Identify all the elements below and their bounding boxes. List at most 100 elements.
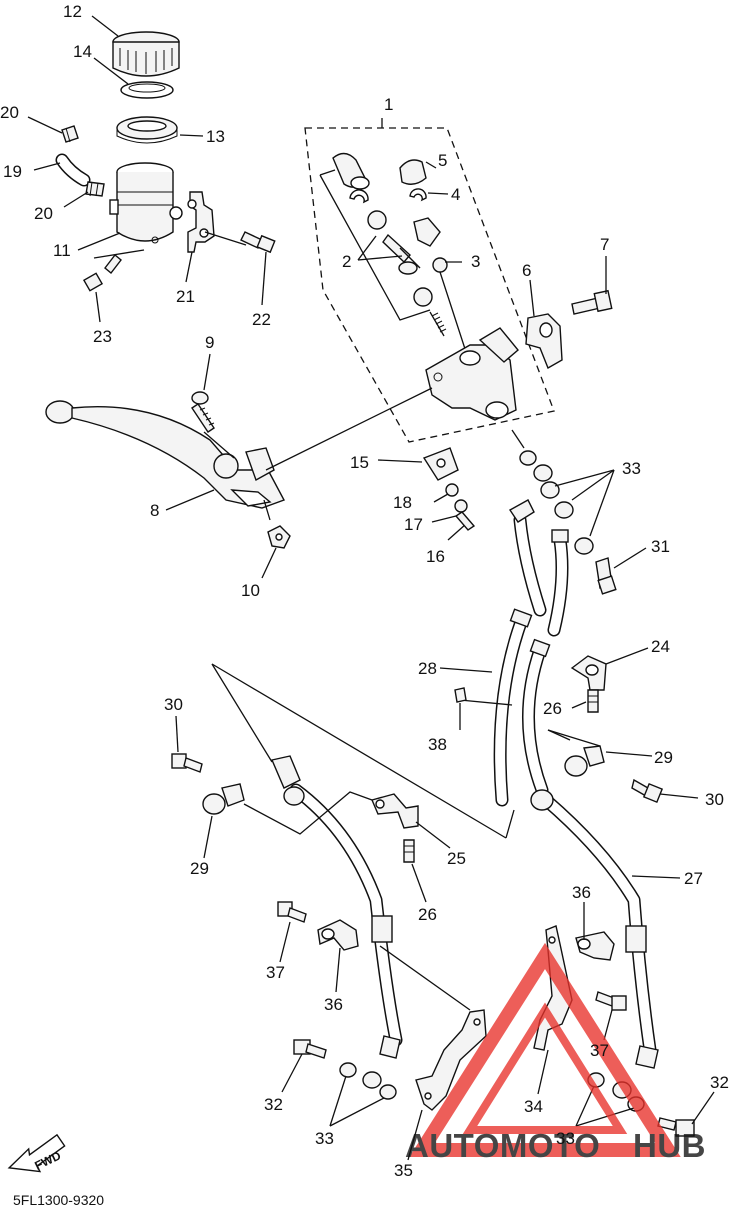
master-cylinder-kit — [304, 118, 613, 481]
label-32-right: 32 — [710, 1073, 729, 1092]
part-code: 5FL1300-9320 — [13, 1192, 104, 1208]
label-30-left: 30 — [164, 695, 183, 714]
hose-joint-bolt — [454, 687, 467, 730]
copper-washers-left — [339, 1062, 397, 1100]
label-36-left: 36 — [324, 995, 343, 1014]
clamp-bolt — [571, 289, 613, 315]
bracket-screw — [240, 231, 276, 254]
label-32-left: 32 — [264, 1095, 283, 1114]
watermark-logo: AUTOMOTO HUB — [405, 942, 706, 1164]
master-cylinder-body — [425, 327, 519, 421]
kit-leaders — [377, 161, 607, 541]
lever-nut — [267, 525, 291, 549]
label-11: 11 — [53, 241, 71, 260]
label-34: 34 — [524, 1097, 543, 1116]
label-26-left: 26 — [418, 905, 437, 924]
label-4: 4 — [451, 185, 460, 204]
clamp-bolt-37-left — [277, 901, 307, 923]
label-24: 24 — [651, 637, 670, 656]
label-16: 16 — [426, 547, 445, 566]
lever-leaders — [165, 353, 433, 579]
label-8: 8 — [150, 501, 159, 520]
hose-clamp-36-right — [575, 931, 615, 961]
hose-clip-lower — [85, 181, 105, 197]
reservoir-cap — [112, 31, 180, 77]
reservoir-screw — [82, 253, 122, 292]
right-leaders — [547, 647, 699, 799]
label-5: 5 — [438, 151, 447, 170]
label-29-right: 29 — [654, 748, 673, 767]
union-bolt-upper — [595, 557, 617, 595]
part-number-labels: 1 2 3 4 5 6 7 8 9 10 11 12 13 14 15 16 1… — [0, 2, 729, 1180]
hose-clip-upper — [61, 125, 79, 143]
switch-screw-set — [445, 483, 476, 531]
pin-screw — [413, 217, 441, 247]
brake-hose-upper — [493, 499, 569, 807]
reservoir-body — [109, 162, 183, 244]
hose-guide-right — [564, 745, 605, 777]
label-37-left: 37 — [266, 963, 285, 982]
circlip — [349, 189, 369, 204]
label-31: 31 — [651, 537, 670, 556]
union-bolt-left — [293, 1039, 327, 1059]
label-36-right: 36 — [572, 883, 591, 902]
label-22: 22 — [252, 310, 271, 329]
label-37-right: 37 — [590, 1041, 609, 1060]
label-19: 19 — [3, 162, 22, 181]
hose-clamp-right — [570, 655, 607, 691]
hose-bracket-left — [415, 1009, 487, 1111]
clamp-bolt-left — [403, 839, 415, 863]
reservoir-bracket — [187, 191, 215, 253]
label-14: 14 — [73, 42, 92, 61]
label-20-upper: 20 — [0, 103, 19, 122]
label-15: 15 — [350, 453, 369, 472]
label-35: 35 — [394, 1161, 413, 1180]
piston-assembly — [367, 210, 447, 337]
label-27: 27 — [684, 869, 703, 888]
reservoir-leaders — [27, 15, 267, 323]
piston-cup — [332, 152, 370, 190]
label-3: 3 — [471, 252, 480, 271]
label-18: 18 — [393, 493, 412, 512]
guide-bolt-right — [631, 778, 664, 804]
label-2: 2 — [342, 252, 351, 271]
clamp-bolt-37-right — [595, 991, 627, 1011]
brake-hose-left — [271, 755, 403, 1089]
reservoir-diaphragm — [120, 81, 174, 99]
label-7: 7 — [600, 235, 609, 254]
reservoir-group — [55, 31, 276, 292]
label-21: 21 — [176, 287, 195, 306]
label-30-right: 30 — [705, 790, 724, 809]
label-26-right: 26 — [543, 699, 562, 718]
holder-clamp — [525, 313, 563, 370]
label-13: 13 — [206, 127, 225, 146]
hose-clamp-left — [371, 793, 419, 829]
boot-cap — [399, 159, 427, 185]
label-23: 23 — [93, 327, 112, 346]
assembly-lines — [211, 663, 515, 1011]
lever-pivot-bolt — [191, 391, 215, 433]
fwd-arrow: FWD — [7, 1133, 66, 1173]
switch-bracket — [422, 447, 459, 481]
label-9: 9 — [205, 333, 214, 352]
hose-right-leaders — [537, 875, 715, 1127]
snap-ring — [409, 188, 427, 202]
diaphragm-holder — [116, 116, 178, 144]
label-12: 12 — [63, 2, 82, 21]
label-33-right: 33 — [556, 1129, 575, 1148]
label-20-lower: 20 — [34, 204, 53, 223]
clamp-bolt-right — [587, 689, 599, 713]
watermark-word-a: AUTOMOTO — [405, 1127, 600, 1164]
brake-lever — [45, 400, 285, 509]
label-25: 25 — [447, 849, 466, 868]
hose-clamp-36-left — [317, 919, 359, 951]
label-33-left: 33 — [315, 1129, 334, 1148]
o-ring — [432, 257, 448, 273]
label-17: 17 — [404, 515, 423, 534]
guide-bolt-left — [171, 753, 203, 773]
label-38: 38 — [428, 735, 447, 754]
label-1: 1 — [384, 95, 393, 114]
label-10: 10 — [241, 581, 260, 600]
watermark-word-b: HUB — [633, 1127, 706, 1164]
